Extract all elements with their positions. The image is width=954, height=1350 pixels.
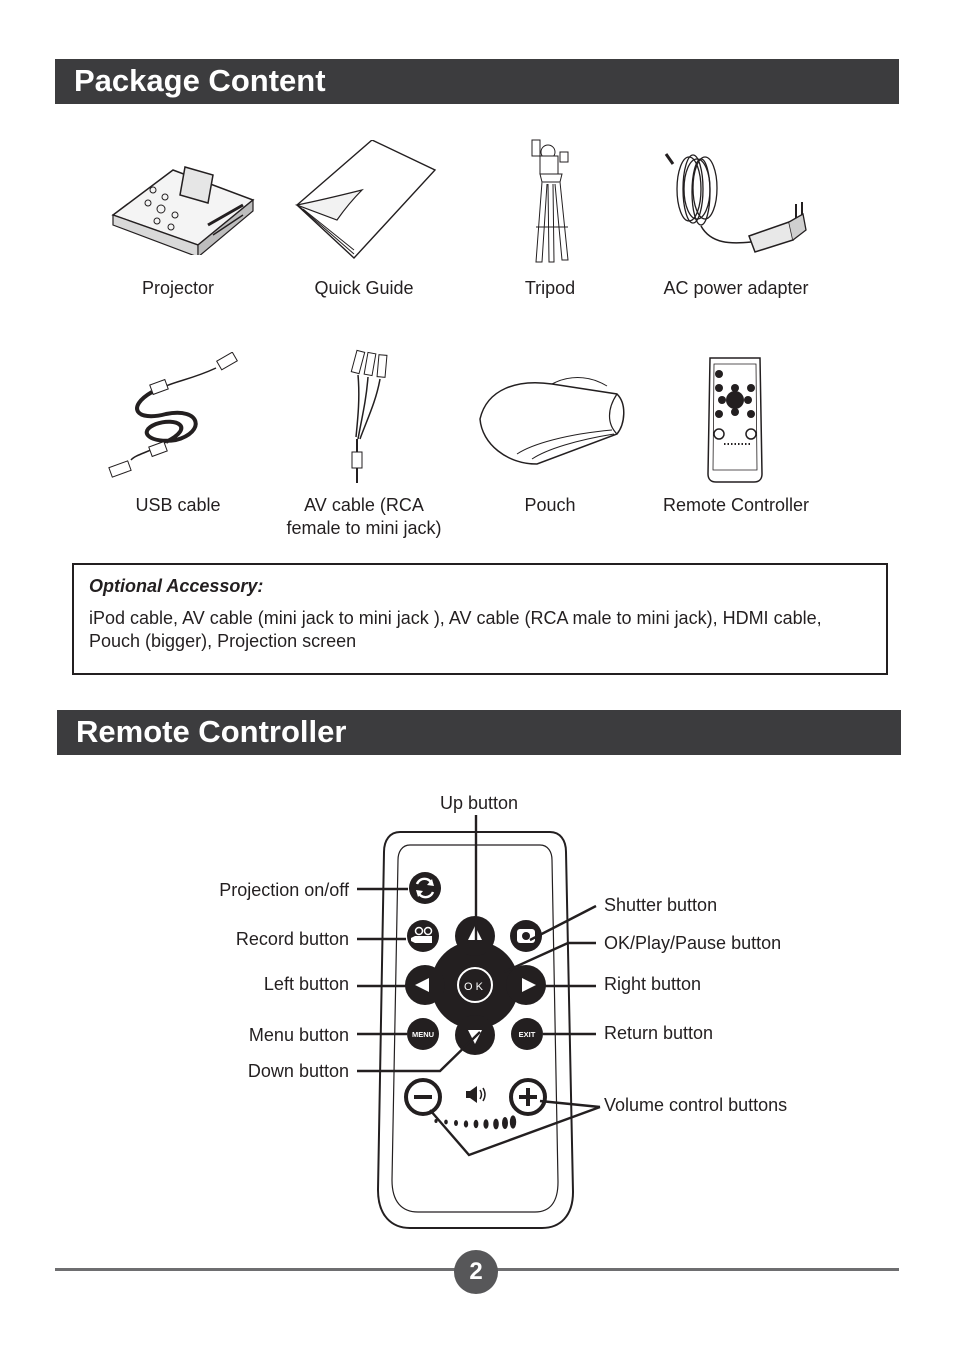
- package-item-label: Projector: [141, 278, 215, 298]
- ok-button[interactable]: [457, 967, 493, 1003]
- callout-down: Down button: [247, 1061, 349, 1081]
- callout-volume: Volume control buttons: [604, 1095, 788, 1115]
- volume-level-indicator: [434, 1115, 517, 1130]
- package-content-title: Package Content: [74, 63, 326, 98]
- package-item-label: Remote Controller: [662, 495, 810, 515]
- callout-projection: Projection on/off: [219, 880, 349, 900]
- callout-up-button: Up button: [440, 793, 519, 813]
- callout-record: Record button: [235, 929, 349, 949]
- page-number: 2: [454, 1250, 498, 1294]
- package-item-remote: Remote Controller: [636, 350, 836, 530]
- package-item-label: Tripod: [524, 278, 576, 298]
- package-item-pouch: Pouch: [450, 350, 650, 530]
- optional-accessory-line2: Pouch (bigger), Projection screen: [89, 631, 357, 651]
- menu-button[interactable]: [407, 1018, 439, 1050]
- remote-controller-icon: [707, 357, 763, 483]
- speaker-icon: [466, 1086, 486, 1103]
- optional-accessory-text: iPod cable, AV cable (mini jack to mini …: [89, 607, 879, 653]
- return-button[interactable]: [511, 1018, 543, 1050]
- av-cable-icon: [350, 349, 388, 483]
- package-item-ac-adapter: AC power adapter: [636, 140, 836, 310]
- callout-right: Right button: [604, 974, 702, 994]
- package-item-usb-cable: USB cable: [78, 350, 278, 530]
- projector-icon: [111, 166, 255, 255]
- package-item-label: Pouch: [524, 495, 576, 515]
- exit-button-label: EXIT: [519, 1030, 536, 1039]
- package-item-tripod: Tripod: [450, 130, 650, 310]
- package-item-label: AC power adapter: [663, 278, 809, 298]
- leader-lines: [357, 815, 601, 1157]
- pouch-icon: [479, 377, 625, 465]
- tripod-icon: [531, 139, 569, 263]
- record-button[interactable]: [407, 920, 439, 952]
- package-content-header: Package Content: [55, 59, 899, 104]
- package-item-label-line1: AV cable (RCA: [304, 495, 424, 515]
- right-button[interactable]: [522, 978, 536, 992]
- package-item-quick-guide: Quick Guide: [264, 140, 464, 310]
- remote-diagram: OK MENU EXIT: [357, 815, 601, 1229]
- package-item-av-cable: AV cable (RCA female to mini jack): [264, 345, 464, 545]
- power-adapter-icon: [664, 153, 807, 253]
- package-item-projector: Projector: [78, 140, 278, 310]
- remote-controller-header: Remote Controller: [57, 710, 901, 755]
- usb-cable-icon: [108, 352, 238, 478]
- footer-rule-right: [496, 1268, 899, 1271]
- package-item-label: Quick Guide: [314, 278, 414, 298]
- optional-accessory-box: Optional Accessory: iPod cable, AV cable…: [72, 563, 888, 675]
- package-item-label: USB cable: [135, 495, 221, 515]
- callout-shutter: Shutter button: [604, 895, 718, 915]
- callout-ok: OK/Play/Pause button: [604, 933, 782, 953]
- left-button[interactable]: [415, 978, 429, 992]
- optional-accessory-title: Optional Accessory:: [89, 576, 264, 596]
- optional-accessory-line1: iPod cable, AV cable (mini jack to mini …: [89, 608, 822, 628]
- menu-button-label: MENU: [412, 1030, 434, 1039]
- ok-button-label: OK: [464, 981, 486, 993]
- projection-button[interactable]: [409, 872, 441, 904]
- volume-up-button[interactable]: [509, 1078, 547, 1116]
- callout-left: Left button: [263, 974, 349, 994]
- callout-return: Return button: [604, 1023, 714, 1043]
- volume-down-button[interactable]: [404, 1078, 442, 1116]
- package-item-label-line2: female to mini jack): [286, 518, 442, 538]
- guide-booklet-icon: [294, 140, 437, 259]
- remote-controller-title: Remote Controller: [76, 714, 347, 749]
- footer-rule-left: [55, 1268, 457, 1271]
- callout-menu: Menu button: [248, 1025, 349, 1045]
